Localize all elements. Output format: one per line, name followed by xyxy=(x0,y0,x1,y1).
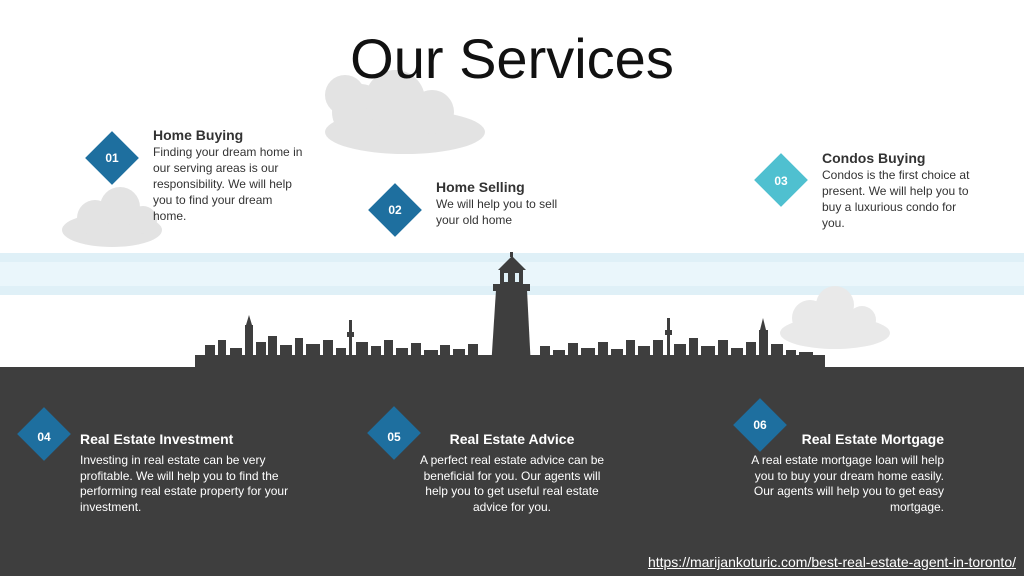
service-text-home-selling: We will help you to sell your old home xyxy=(436,197,558,227)
service-text-real-estate-advice: A perfect real estate advice can be bene… xyxy=(419,453,605,514)
source-link[interactable]: https://marijankoturic.com/best-real-est… xyxy=(647,554,1016,570)
service-title-real-estate-advice: Real Estate Advice xyxy=(449,431,575,447)
lighthouse xyxy=(491,252,531,368)
service-title-condos-buying: Condos Buying xyxy=(822,150,926,166)
cloud-right xyxy=(780,286,890,349)
service-text-real-estate-investment: Investing in real estate can be very pro… xyxy=(80,453,289,514)
service-title-real-estate-mortgage: Real Estate Mortgage xyxy=(801,431,944,447)
service-title-home-selling: Home Selling xyxy=(436,179,525,195)
service-title-real-estate-investment: Real Estate Investment xyxy=(80,431,234,447)
cloud-left xyxy=(62,187,162,247)
cloud-top xyxy=(325,70,485,154)
city-skyline xyxy=(195,315,825,369)
badge-number-05: 05 xyxy=(387,430,401,444)
service-text-home-buying: Finding your dream home in our serving a… xyxy=(153,145,303,223)
badge-number-02: 02 xyxy=(388,203,402,217)
badge-number-03: 03 xyxy=(774,174,788,188)
page-title: Our Services xyxy=(350,27,674,90)
badge-number-01: 01 xyxy=(105,151,119,165)
dark-footer-section xyxy=(0,367,1024,576)
service-title-home-buying: Home Buying xyxy=(153,127,244,143)
badge-number-04: 04 xyxy=(37,430,51,444)
service-text-condos-buying: Condos is the first choice at present. W… xyxy=(822,168,970,230)
badge-number-06: 06 xyxy=(753,418,767,432)
service-text-real-estate-mortgage: A real estate mortgage loan will help yo… xyxy=(751,453,944,514)
